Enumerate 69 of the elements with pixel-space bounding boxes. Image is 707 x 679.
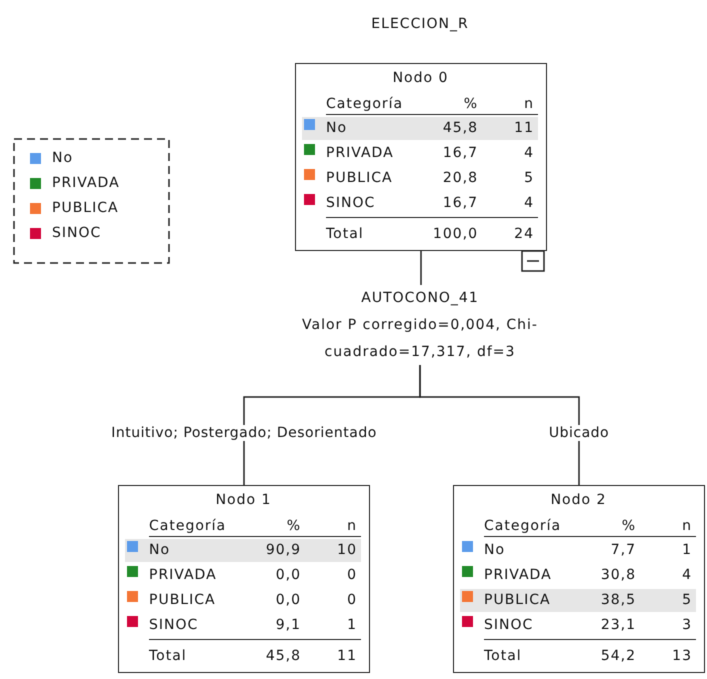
column-header: Categoría [484, 518, 562, 534]
category-label: SINOC [326, 195, 376, 211]
percent-value: 0,0 [276, 567, 301, 583]
tree-node-box [118, 485, 370, 673]
count-value: 11 [514, 120, 534, 136]
count-value: 11 [337, 648, 357, 664]
count-value: 5 [524, 170, 534, 186]
count-value: 24 [514, 226, 534, 242]
column-header: n [347, 518, 357, 534]
percent-value: 54,2 [600, 648, 636, 664]
category-label: PRIVADA [149, 567, 217, 583]
column-header: % [464, 96, 478, 112]
category-label: PRIVADA [484, 567, 552, 583]
count-value: 3 [682, 617, 692, 633]
tree-node-box [453, 485, 705, 673]
percent-value: 9,1 [276, 617, 301, 633]
split-variable: AUTOCONO_41 [360, 289, 480, 308]
percent-value: 45,8 [266, 648, 301, 664]
count-value: 5 [682, 592, 692, 608]
count-value: 0 [347, 567, 357, 583]
category-label: PUBLICA [149, 592, 216, 608]
count-value: 0 [347, 592, 357, 608]
legend-label: No [52, 149, 74, 168]
count-value: 1 [347, 617, 357, 633]
count-value: 1 [682, 542, 692, 558]
total-label: Total [326, 226, 364, 242]
percent-value: 16,7 [442, 195, 478, 211]
category-label: No [326, 120, 348, 136]
node-heading: Nodo 1 [214, 491, 272, 510]
legend-label: PRIVADA [52, 174, 120, 193]
node-heading: Nodo 2 [550, 491, 608, 510]
percent-value: 45,8 [442, 120, 478, 136]
column-header: Categoría [326, 96, 404, 112]
percent-value: 20,8 [442, 170, 478, 186]
connector-line [420, 251, 422, 285]
node-heading: Nodo 0 [392, 69, 450, 88]
category-label: PRIVADA [326, 145, 394, 161]
count-value: 4 [524, 145, 534, 161]
column-header: n [682, 518, 692, 534]
total-label: Total [484, 648, 522, 664]
percent-value: 90,9 [266, 542, 301, 558]
column-header: n [524, 96, 534, 112]
percent-value: 100,0 [432, 226, 478, 242]
count-value: 10 [337, 542, 357, 558]
count-value: 13 [672, 648, 692, 664]
category-label: PUBLICA [484, 592, 551, 608]
category-label: SINOC [149, 617, 198, 633]
tree-node-box [295, 63, 547, 251]
count-value: 4 [682, 567, 692, 583]
legend-label: SINOC [52, 224, 102, 243]
split-statistics: Valor P corregido=0,004, Chi-cuadrado=17,317, df=3 [301, 316, 539, 362]
category-label: No [484, 542, 506, 558]
percent-value: 23,1 [600, 617, 636, 633]
percent-value: 16,7 [442, 145, 478, 161]
total-label: Total [149, 648, 187, 664]
category-label: No [149, 542, 170, 558]
percent-value: 30,8 [600, 567, 636, 583]
column-header: % [622, 518, 636, 534]
legend-label: PUBLICA [52, 199, 119, 218]
diagram-title: ELECCION_R [370, 15, 470, 34]
column-header: % [286, 518, 301, 534]
category-label: SINOC [484, 617, 534, 633]
count-value: 4 [524, 195, 534, 211]
percent-value: 0,0 [276, 592, 301, 608]
percent-value: 38,5 [600, 592, 636, 608]
category-label: PUBLICA [326, 170, 393, 186]
column-header: Categoría [149, 518, 226, 534]
connector-line [419, 365, 580, 485]
percent-value: 7,7 [610, 542, 636, 558]
